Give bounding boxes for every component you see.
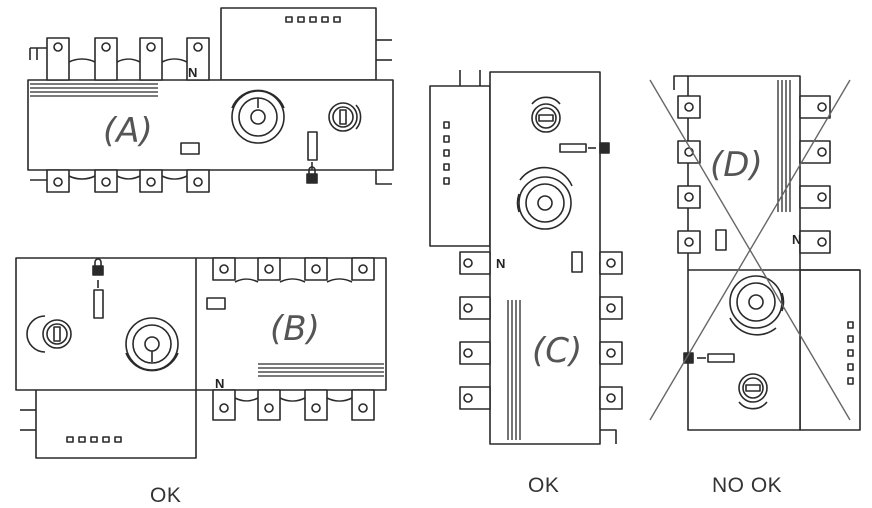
aux-handle-b: [26, 315, 72, 353]
aux-contact-leds-c: [443, 121, 450, 185]
padlock-slider-a: [306, 131, 318, 184]
busbar-stripes-c: [507, 300, 521, 440]
figure-letter-a: (A): [103, 111, 153, 151]
main-handle-b: [125, 317, 179, 372]
terminals-left-d: [673, 75, 701, 254]
padlock-slider-d: [683, 352, 735, 364]
switch-figure-b: N (B): [15, 257, 387, 459]
indicator-window-d: [715, 229, 727, 251]
figure-letter-b: (B): [270, 309, 320, 349]
terminals-bottom-b: [212, 389, 375, 421]
indicator-window-b: [206, 297, 226, 310]
switch-figure-a: N (A): [27, 7, 394, 193]
main-handle-d: [729, 275, 785, 336]
main-handle-a: [231, 89, 285, 144]
aux-contact-leds-d: [847, 321, 854, 385]
caption-figures-ab: OK: [150, 484, 182, 507]
indicator-window-a: [180, 142, 200, 155]
busbar-stripes-a: [30, 83, 158, 97]
neutral-mark-c: N: [496, 256, 505, 271]
caption-figure-d: NO OK: [712, 474, 783, 497]
terminals-left-c: [459, 251, 491, 410]
busbar-stripes-b: [258, 363, 384, 377]
main-handle-c: [516, 166, 573, 230]
neutral-mark-a: N: [188, 65, 197, 80]
aux-handle-a: [328, 102, 362, 132]
terminals-top-a: [29, 37, 210, 81]
not-allowed-cross: [649, 79, 851, 421]
neutral-mark-d: N: [792, 232, 801, 247]
padlock-slider-c: [559, 142, 610, 154]
aux-handle-c: [531, 96, 561, 133]
terminals-right-c: [599, 251, 623, 444]
padlock-slider-b: [92, 258, 104, 319]
figure-letter-d: (D): [710, 145, 763, 185]
aux-contact-leds-a: [285, 16, 341, 23]
caption-figure-c: OK: [528, 474, 560, 497]
terminals-bottom-a: [30, 169, 392, 193]
switch-figure-c: N (C): [429, 70, 623, 445]
terminals-right-d: [799, 95, 831, 254]
aux-handle-d: [738, 373, 768, 410]
neutral-mark-b: N: [215, 376, 224, 391]
switch-figure-d: N (D): [649, 75, 861, 431]
indicator-window-c: [571, 251, 583, 273]
terminals-top-b: [212, 257, 375, 283]
aux-contact-leds-b: [66, 436, 122, 443]
figure-letter-c: (C): [532, 331, 582, 371]
